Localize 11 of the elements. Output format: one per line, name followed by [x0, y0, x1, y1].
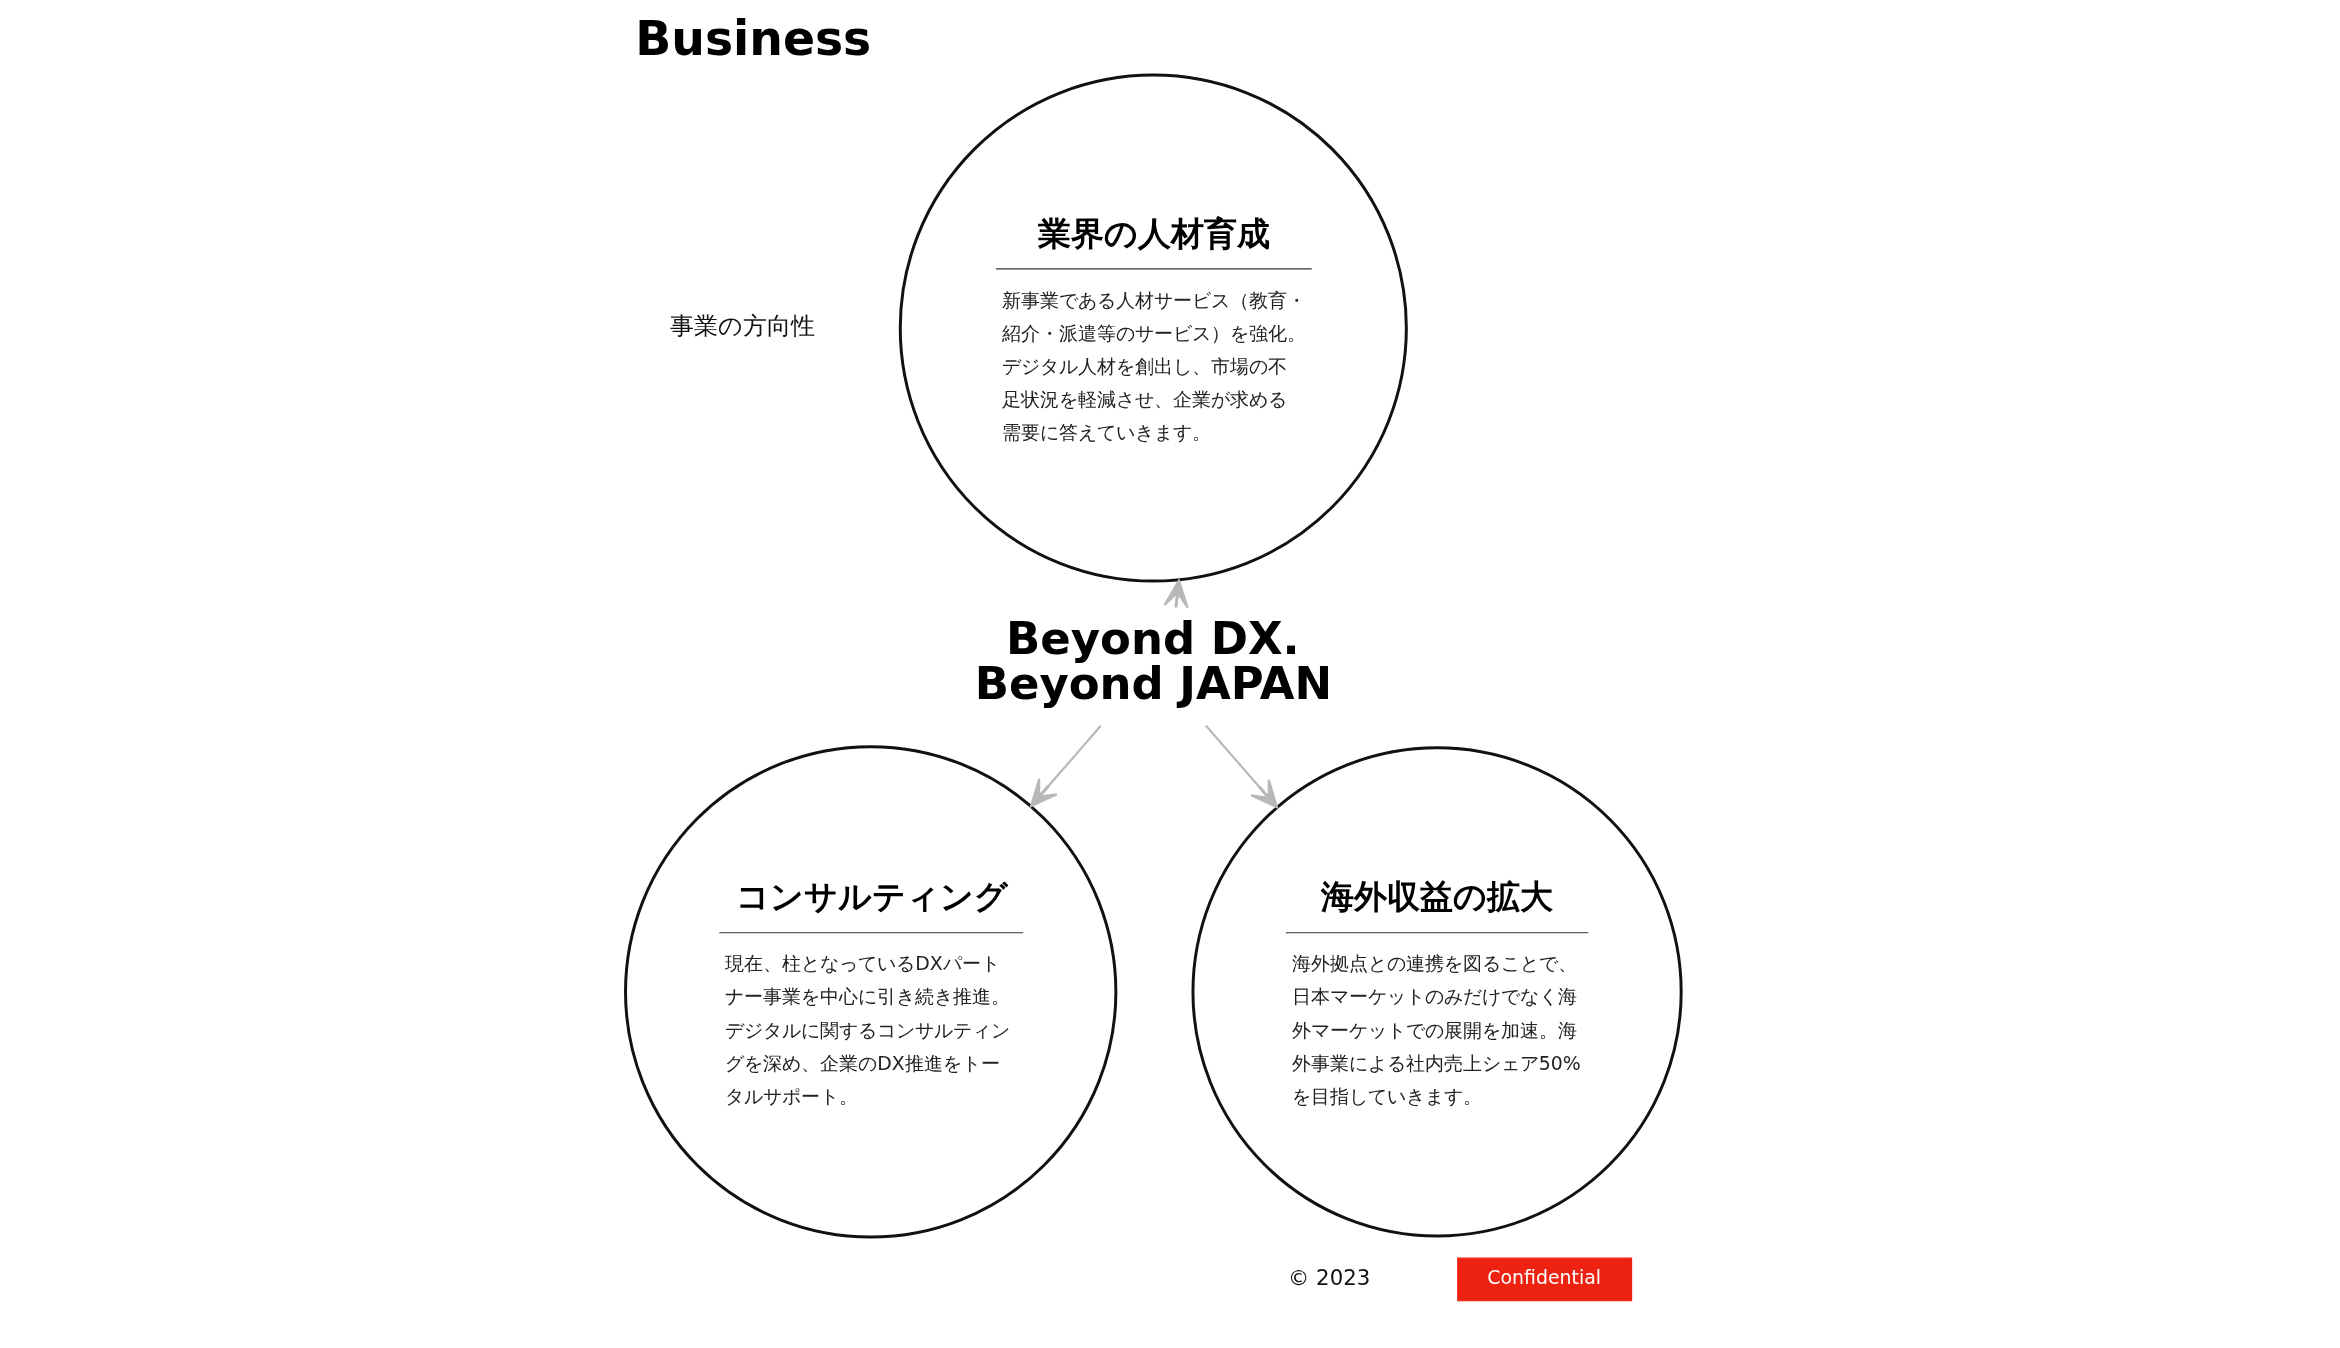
label: 事業の方向性	[669, 311, 815, 340]
diagram-title: Business	[634, 10, 871, 66]
node-circle: 海外収益の拡大 海外拠点との連携を図ることで、日本マーケットのみだけでなく海外マーケットでの展開を加速。海外事業による社内売上シェア50%を目指していきます。	[1191, 746, 1683, 1238]
label: © 2023	[1287, 1264, 1370, 1290]
arrow	[1204, 725, 1278, 809]
node-text: Beyond DX. Beyond JAPAN	[974, 611, 1332, 710]
node-circle: 業界の人材育成 新事業である人材サービス（教育・紹介・派遣等のサービス）を強化。デジタル人材を創出し、市場の不足状況を軽減させ、企業が求める需要に答えていきます。	[898, 73, 1408, 583]
node-circle: コンサルティング 現在、柱となっているDXパートナー事業を中心に引き続き推進。デジタルに関するコンサルティングを深め、企業のDX推進をトータルサポート。	[623, 745, 1117, 1239]
arrow	[1029, 725, 1102, 808]
arrow	[1162, 579, 1189, 609]
node-box: Confidential	[1456, 1257, 1632, 1302]
